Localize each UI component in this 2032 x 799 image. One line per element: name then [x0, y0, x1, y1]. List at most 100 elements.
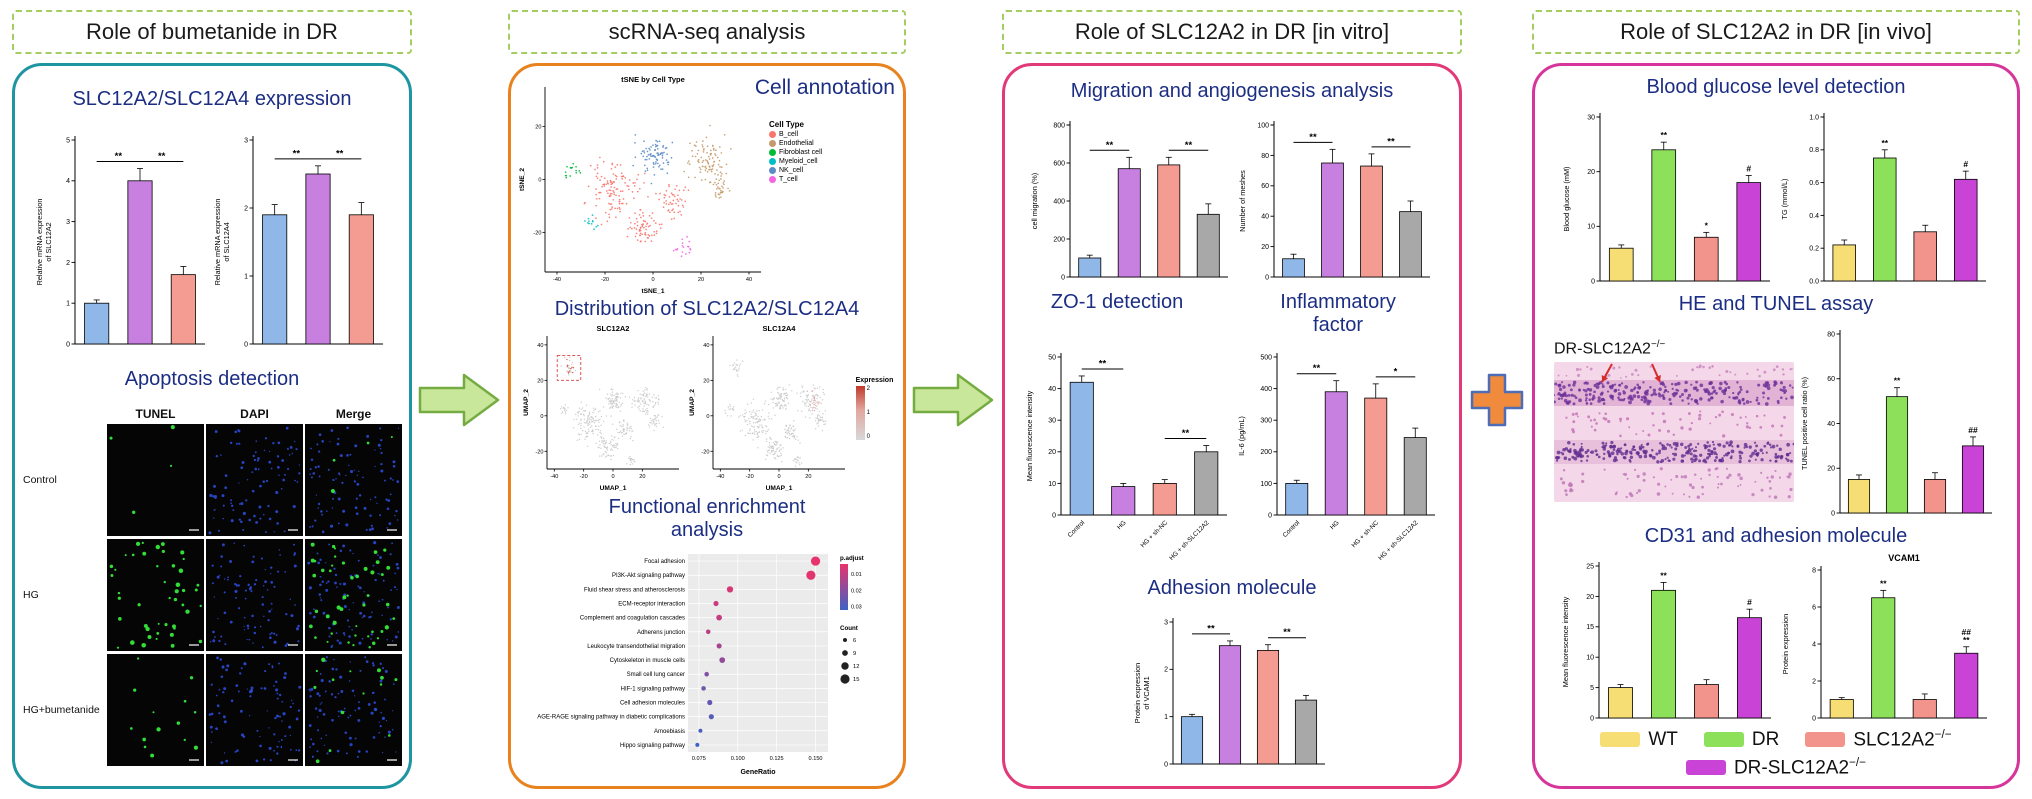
- svg-text:Relative mRNA expression: Relative mRNA expression: [35, 199, 44, 286]
- svg-text:0.03: 0.03: [851, 604, 862, 610]
- panel-bumetanide-column: Role of bumetanide in DR SLC12A2/SLC12A4…: [12, 10, 412, 789]
- he-tunel-section-title: HE and TUNEL assay: [1678, 293, 1874, 315]
- panel4-header-label: Role of SLC12A2 in DR [in vivo]: [1620, 19, 1932, 44]
- legend-label: Myeloid_cell: [779, 158, 818, 166]
- group-label: WT: [1648, 728, 1678, 750]
- svg-text:**: **: [1880, 578, 1887, 588]
- svg-text:0.02: 0.02: [851, 588, 862, 594]
- svg-text:12: 12: [853, 664, 859, 670]
- svg-text:Focal adhesion: Focal adhesion: [644, 559, 685, 565]
- legend-label: Endothelial: [779, 140, 814, 148]
- svg-text:20: 20: [1586, 594, 1594, 601]
- micro-column-header: DAPI: [240, 407, 269, 422]
- flow-arrow-icon: [912, 373, 994, 426]
- svg-text:**: **: [1283, 627, 1291, 638]
- svg-text:tSNE by Cell Type: tSNE by Cell Type: [621, 75, 685, 84]
- svg-text:3: 3: [1164, 619, 1168, 626]
- adhesion-section-title: Adhesion molecule: [1147, 577, 1317, 599]
- svg-text:1: 1: [244, 274, 248, 281]
- svg-text:9: 9: [853, 651, 856, 657]
- svg-text:of VCAM1: of VCAM1: [1142, 676, 1151, 709]
- svg-text:0: 0: [1268, 512, 1272, 519]
- svg-text:Number of meshes: Number of meshes: [1238, 170, 1247, 232]
- micro-image: [206, 654, 303, 767]
- micro-row: Control: [23, 424, 403, 537]
- inflammatory-section-title: Inflammatory factor: [1280, 291, 1396, 336]
- he-genotype-base: DR-SLC12A2: [1554, 340, 1651, 358]
- svg-text:20: 20: [805, 474, 811, 480]
- panel2-header-label: scRNA-seq analysis: [608, 19, 806, 44]
- svg-text:20: 20: [1827, 466, 1835, 473]
- svg-text:**: **: [1881, 138, 1888, 148]
- svg-text:0: 0: [1590, 715, 1594, 722]
- svg-text:0.8: 0.8: [1809, 147, 1819, 154]
- svg-text:3: 3: [66, 219, 70, 226]
- glucose-section-title: Blood glucose level detection: [1646, 76, 1906, 98]
- cell-annotation-title: Cell annotation: [754, 76, 895, 100]
- svg-text:**: **: [1313, 363, 1321, 374]
- svg-text:**: **: [1185, 140, 1193, 151]
- svg-text:Adherens junction: Adherens junction: [637, 630, 685, 636]
- svg-text:Cytoskeleton in muscle cells: Cytoskeleton in muscle cells: [610, 658, 685, 664]
- svg-text:**: **: [1660, 570, 1667, 580]
- svg-text:**: **: [293, 149, 301, 160]
- svg-text:**: **: [1387, 136, 1395, 147]
- he-genotype-label: DR-SLC12A2−/−: [1554, 339, 1794, 358]
- svg-text:SLC12A2: SLC12A2: [596, 324, 629, 333]
- svg-text:300: 300: [1260, 418, 1272, 425]
- svg-text:40: 40: [703, 343, 709, 349]
- legend-label: T_cell: [779, 176, 798, 184]
- svg-text:20: 20: [537, 379, 543, 385]
- micro-column-header: Merge: [335, 407, 372, 422]
- micro-row: HG: [23, 539, 403, 652]
- distribution-section-title: Distribution of SLC12A2/SLC12A4: [554, 298, 860, 321]
- expression-tick: 2: [866, 385, 870, 392]
- panel4-header-box: Role of SLC12A2 in DR [in vivo]: [1532, 10, 2020, 54]
- svg-text:cell migration (%): cell migration (%): [1030, 173, 1039, 229]
- svg-text:10: 10: [1586, 655, 1594, 662]
- enrichment-section-title: Functional enrichment analysis: [608, 495, 806, 541]
- svg-text:Leukocyte transendothelial mig: Leukocyte transendothelial migration: [587, 644, 685, 650]
- micro-image: [107, 654, 204, 767]
- svg-text:4: 4: [1812, 641, 1816, 648]
- svg-text:0.100: 0.100: [731, 756, 745, 762]
- svg-text:-20: -20: [533, 231, 541, 237]
- expression-gradient-bar: [855, 385, 865, 440]
- svg-text:-20: -20: [701, 450, 709, 456]
- expression-tick: 1: [866, 409, 870, 416]
- micro-image: [305, 654, 402, 767]
- svg-text:UMAP_2: UMAP_2: [523, 389, 530, 416]
- svg-text:**: **: [336, 149, 344, 160]
- svg-text:2: 2: [1164, 667, 1168, 674]
- svg-text:100: 100: [1257, 122, 1269, 129]
- svg-text:p.adjust: p.adjust: [840, 555, 864, 562]
- svg-text:Mean fluorescence intensity: Mean fluorescence intensity: [1025, 390, 1034, 481]
- legend-color-dot: [769, 140, 776, 148]
- svg-text:60: 60: [1261, 183, 1269, 190]
- he-left-block: DR-SLC12A2−/−: [1553, 339, 1796, 502]
- svg-text:0: 0: [651, 277, 654, 283]
- svg-text:AGE-RAGE signaling pathway in: AGE-RAGE signaling pathway in diabetic c…: [537, 714, 685, 720]
- svg-text:Control: Control: [1282, 519, 1302, 539]
- panel2-header-box: scRNA-seq analysis: [508, 10, 906, 54]
- micro-row: HG+bumetanide: [23, 654, 403, 767]
- svg-text:UMAP_1: UMAP_1: [599, 485, 626, 492]
- svg-text:0: 0: [1591, 278, 1595, 285]
- svg-text:40: 40: [746, 277, 752, 283]
- expression-tick: 0: [866, 433, 870, 440]
- legend-label: B_cell: [779, 131, 799, 139]
- svg-text:20: 20: [1048, 449, 1056, 456]
- svg-text:**: **: [1963, 635, 1970, 645]
